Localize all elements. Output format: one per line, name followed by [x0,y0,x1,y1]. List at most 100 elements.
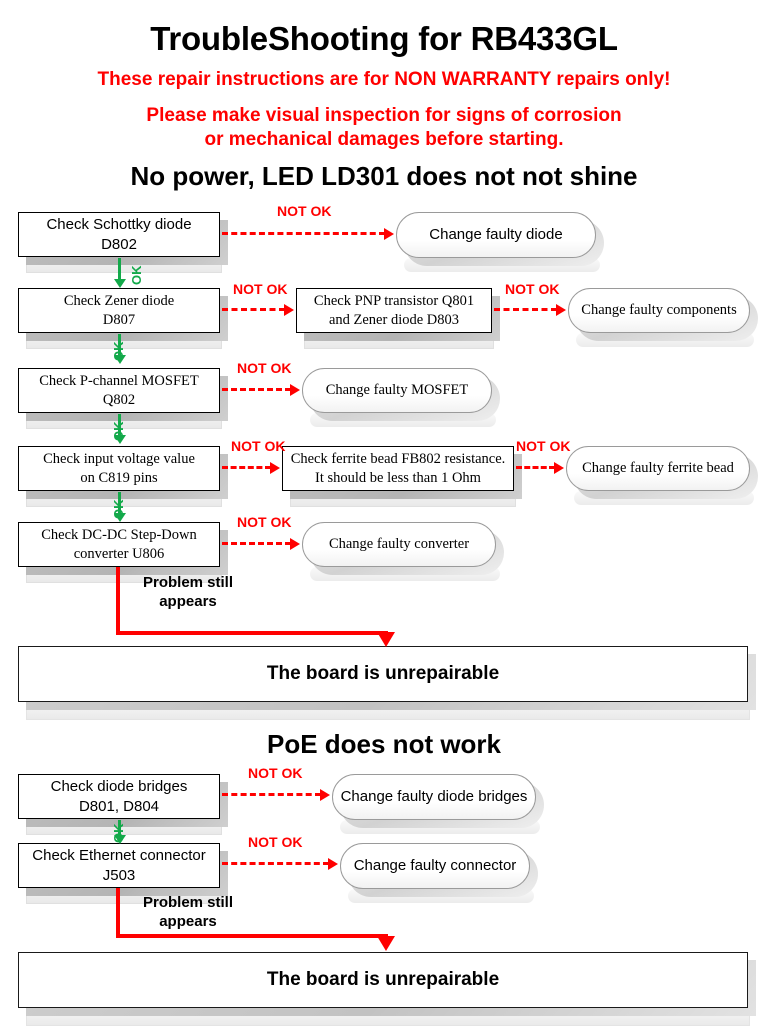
problem-path-arrowhead [377,632,395,647]
action-box-change-faulty-ferrite-bead: Change faulty ferrite bead [566,446,750,491]
terminal-box-text: The board is unrepairable [266,969,500,990]
action-box-text: Change faulty connector [353,857,517,875]
step-box-text: Check ferrite bead FB802 resistance. It … [290,450,506,486]
page-title: TroubleShooting for RB433GL [150,20,618,57]
label-not-ok: NOT OK [248,834,303,850]
step-box-text: Check Zener diode D807 [63,292,175,328]
arrow-line [118,820,121,836]
arrow-not-ok [222,858,338,870]
problem-still-appears-label: Problem still appears [142,574,234,610]
action-box-text: Change faulty components [581,302,737,319]
section-heading-no-power: No power, LED LD301 does not not shine [130,161,638,191]
arrow-not-ok [494,304,566,316]
step-box-text: Check P-channel MOSFET Q802 [39,372,199,408]
action-box-change-faulty-connector: Change faulty connector [340,843,530,889]
step-box-text: Check Schottky diode D802 [46,216,192,253]
action-box-change-faulty-mosfet: Change faulty MOSFET [302,368,492,413]
arrow-not-ok [222,789,330,801]
step-box-check-zener-diode: Check Zener diode D807 [18,288,220,333]
arrow-line [516,466,555,469]
arrow-line [222,466,271,469]
arrow-head [554,462,564,474]
label-ok: OK [111,421,126,442]
arrow-ok [114,820,126,844]
step-box-check-dc-dc-converter: Check DC-DC Step-Down converter U806 [18,522,220,567]
arrow-line [222,232,385,235]
step-box-check-p-channel-mosfet: Check P-channel MOSFET Q802 [18,368,220,413]
arrow-head [290,384,300,396]
arrow-not-ok [222,462,280,474]
arrow-head [270,462,280,474]
arrow-ok [114,414,126,444]
arrow-line [222,793,321,796]
action-box-change-faulty-converter: Change faulty converter [302,522,496,567]
label-ok: OK [129,265,144,286]
step-box-text: Check Ethernet connector J503 [32,847,206,884]
inspection-warning: Please make visual inspection for signs … [0,104,768,152]
arrow-head [384,228,394,240]
label-not-ok: NOT OK [231,438,286,454]
step-box-check-input-voltage: Check input voltage value on C819 pins [18,446,220,491]
arrow-head [114,435,126,444]
step-box-text: Check PNP transistor Q801 and Zener diod… [313,292,475,328]
label-not-ok: NOT OK [277,203,332,219]
problem-path-horizontal [116,631,388,635]
label-not-ok: NOT OK [233,281,288,297]
arrow-ok [114,258,126,288]
label-ok: OK [111,823,126,844]
arrow-not-ok [516,462,564,474]
label-not-ok: NOT OK [516,438,571,454]
step-box-text: Check diode bridges D801, D804 [50,778,188,815]
label-not-ok: NOT OK [237,360,292,376]
arrow-head [284,304,294,316]
action-box-text: Change faulty converter [328,536,470,553]
arrow-ok [114,492,126,522]
action-box-change-faulty-diode: Change faulty diode [396,212,596,258]
action-box-change-faulty-components: Change faulty components [568,288,750,333]
terminal-box-text: The board is unrepairable [266,663,500,684]
arrow-line [222,388,291,391]
section-heading-poe: PoE does not work [266,729,502,759]
arrow-line [118,414,121,436]
arrow-line [118,492,121,514]
inspection-warning-line2: or mechanical damages before starting. [204,129,564,150]
action-box-text: Change faulty diode [429,226,563,244]
arrow-head [290,538,300,550]
problem-still-appears-label: Problem still appears [142,894,234,930]
action-box-change-faulty-diode-bridges: Change faulty diode bridges [332,774,536,820]
problem-path-vertical [116,888,120,938]
arrow-head [320,789,330,801]
problem-path-horizontal [116,934,388,938]
arrow-ok [114,334,126,364]
arrow-not-ok [222,304,294,316]
terminal-box-unrepairable-1: The board is unrepairable [18,646,748,702]
step-box-check-ethernet-connector: Check Ethernet connector J503 [18,843,220,888]
arrow-line [222,542,291,545]
arrow-head [328,858,338,870]
arrow-line [222,862,329,865]
action-box-text: Change faulty MOSFET [325,382,469,399]
label-ok: OK [111,499,126,520]
terminal-box-unrepairable-2: The board is unrepairable [18,952,748,1008]
problem-path-vertical [116,567,120,635]
arrow-head [556,304,566,316]
arrow-head [114,355,126,364]
arrow-not-ok [222,228,394,240]
label-not-ok: NOT OK [248,765,303,781]
arrow-line [494,308,557,311]
label-not-ok: NOT OK [505,281,560,297]
arrow-not-ok [222,538,300,550]
arrow-head [114,513,126,522]
warranty-warning: These repair instructions are for NON WA… [97,69,671,90]
arrow-line [118,258,121,280]
action-box-text: Change faulty diode bridges [340,788,528,806]
inspection-warning-line1: Please make visual inspection for signs … [146,105,622,126]
step-box-check-schottky-diode: Check Schottky diode D802 [18,212,220,257]
step-box-text: Check input voltage value on C819 pins [43,450,195,486]
step-box-check-diode-bridges: Check diode bridges D801, D804 [18,774,220,819]
problem-path-arrowhead [377,936,395,951]
label-ok: OK [111,341,126,362]
step-box-check-pnp-transistor: Check PNP transistor Q801 and Zener diod… [296,288,492,333]
step-box-check-ferrite-bead: Check ferrite bead FB802 resistance. It … [282,446,514,491]
